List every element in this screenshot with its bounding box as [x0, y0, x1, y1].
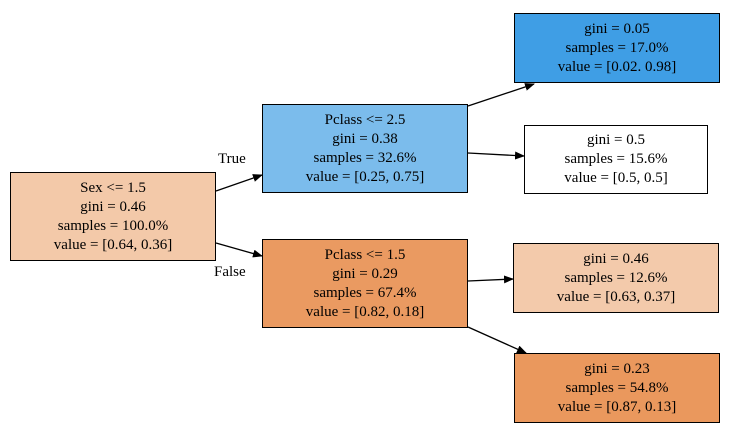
edge-label-false: False [214, 264, 246, 280]
node-line: samples = 12.6% [564, 269, 668, 286]
node-line: samples = 67.4% [313, 284, 417, 301]
node-line: value = [0.5, 0.5] [564, 170, 668, 186]
node-line: samples = 100.0% [57, 217, 169, 234]
node-line: Pclass <= 1.5 [324, 246, 406, 263]
node-line: value = [0.82, 0.18] [305, 303, 425, 320]
node-line: samples = 32.6% [313, 149, 417, 166]
leaf-node-1: gini = 0.05 samples = 17.0% value = [0.0… [514, 13, 720, 83]
node-line: value = [0.64, 0.36] [53, 236, 173, 253]
edge-right-to-leaf3 [467, 275, 514, 284]
edge-right-to-leaf4 [467, 326, 527, 354]
edge-label-true: True [218, 151, 246, 167]
edge-root-to-left [215, 174, 263, 192]
node-line: value = [0.87, 0.13] [557, 398, 677, 415]
leaf-node-4: gini = 0.23 samples = 54.8% value = [0.8… [514, 353, 720, 423]
node-line: samples = 15.6% [564, 151, 668, 167]
node-line: value = [0.02. 0.98] [557, 58, 677, 75]
node-line: gini = 0.5 [586, 132, 646, 148]
node-pclass-2-5-split: Pclass <= 2.5 gini = 0.38 samples = 32.6… [262, 104, 468, 193]
node-line: gini = 0.29 [332, 265, 398, 282]
node-pclass-1-5-split: Pclass <= 1.5 gini = 0.29 samples = 67.4… [262, 239, 468, 328]
node-line: samples = 17.0% [565, 39, 669, 56]
node-line: gini = 0.05 [584, 20, 650, 37]
node-line: gini = 0.46 [583, 250, 649, 267]
node-line: gini = 0.23 [584, 360, 650, 377]
root-node-sex-split: Sex <= 1.5 gini = 0.46 samples = 100.0% … [10, 172, 216, 261]
edge-left-to-leaf1 [467, 83, 535, 107]
edge-root-to-right [215, 242, 263, 258]
leaf-node-2: gini = 0.5 samples = 15.6% value = [0.5,… [524, 125, 708, 194]
node-line: Pclass <= 2.5 [324, 111, 406, 128]
node-line: value = [0.63, 0.37] [556, 288, 676, 305]
edge-left-to-leaf2 [467, 151, 525, 160]
node-line: value = [0.25, 0.75] [305, 168, 425, 185]
node-line: gini = 0.46 [80, 198, 146, 215]
leaf-node-3: gini = 0.46 samples = 12.6% value = [0.6… [513, 243, 719, 313]
node-line: Sex <= 1.5 [80, 179, 146, 196]
node-line: gini = 0.38 [332, 130, 398, 147]
node-line: samples = 54.8% [565, 379, 669, 396]
